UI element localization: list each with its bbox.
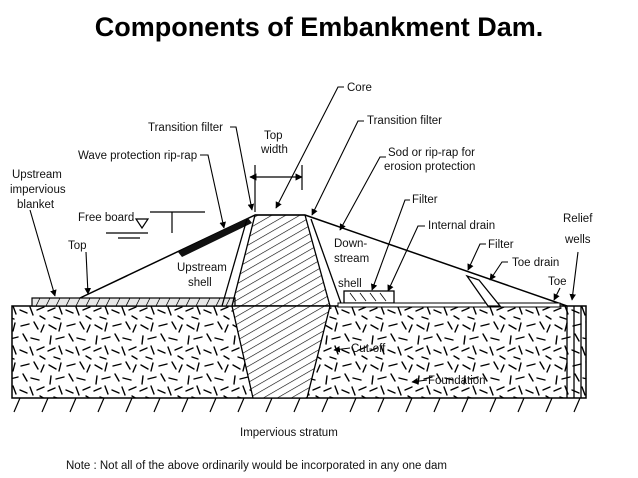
label-toe: Toe [548, 276, 567, 288]
label-sod-riprap-2: erosion protection [384, 161, 475, 173]
label-core: Core [347, 82, 372, 94]
label-top-width-1: Top [264, 130, 283, 142]
upstream-blanket [31, 297, 236, 307]
label-cut-off: Cut-off [351, 343, 386, 355]
label-relief-wells-2: wells [564, 234, 591, 246]
label-upstream-blanket-2: impervious [10, 184, 66, 196]
internal-drain [343, 290, 395, 304]
core [231, 214, 331, 307]
label-upstream-blanket-1: Upstream [12, 169, 62, 181]
label-downstream-shell-2: stream [334, 253, 369, 265]
label-upstream-blanket-3: blanket [17, 199, 55, 211]
label-downstream-shell-3: shell [338, 278, 362, 290]
impervious-stratum-ticks [13, 397, 581, 413]
free-board-marker [106, 211, 205, 239]
label-relief-wells-1: Relief [563, 213, 593, 225]
label-wave-protection: Wave protection rip-rap [78, 150, 197, 162]
relief-wells [566, 306, 582, 398]
label-impervious-stratum: Impervious stratum [240, 427, 338, 439]
wave-protection-riprap [178, 218, 252, 257]
transition-filter-left [221, 218, 248, 307]
label-upstream-shell-1: Upstream [177, 262, 227, 274]
label-foundation: Foundation [428, 375, 486, 387]
leader-lines [29, 86, 579, 385]
label-top-width-2: width [260, 144, 288, 156]
label-free-board: Free board [78, 212, 134, 224]
label-transition-filter-right: Transition filter [367, 115, 442, 127]
transition-filter-right [310, 218, 343, 307]
label-filter-top: Filter [412, 194, 438, 206]
label-toe-drain: Toe drain [512, 257, 559, 269]
top-width-dimension [249, 165, 303, 212]
label-sod-riprap-1: Sod or rip-rap for [388, 147, 475, 159]
footnote: Note : Not all of the above ordinarily w… [66, 460, 447, 472]
label-upstream-shell-2: shell [188, 277, 212, 289]
page-title: Components of Embankment Dam. [94, 12, 544, 42]
label-top-left: Top [68, 240, 87, 252]
label-downstream-shell-1: Down- [334, 238, 367, 250]
label-filter-right: Filter [488, 239, 514, 251]
toe-drain [465, 274, 502, 307]
label-internal-drain: Internal drain [428, 220, 495, 232]
label-transition-filter-left: Transition filter [148, 122, 223, 134]
